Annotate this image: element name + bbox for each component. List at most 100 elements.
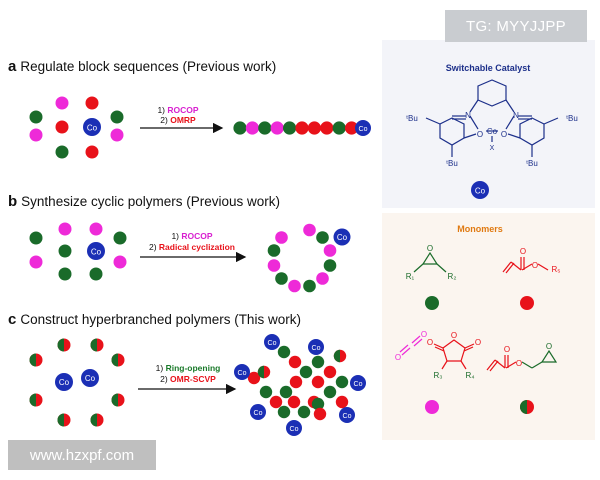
monomers-title: Monomers [457,224,503,234]
green-branch-unit [277,345,291,359]
co-catalyst-dot [355,120,371,136]
r2-label: R₂ [448,272,457,281]
epoxide-structure: O R₁ R₂ [406,244,457,281]
red-branch-unit [288,355,302,369]
co-label: Co [475,187,486,196]
svg-text:2) OMRP: 2) OMRP [160,115,196,125]
co2-o-label: O [395,353,401,362]
red-monomer-dot [85,96,99,110]
co-label: Co [290,426,299,433]
panel-b-arrow: 1) ROCOP 2) Radical cyclization [140,231,247,263]
green-branch-unit [311,355,325,369]
red-branch-unit [287,395,301,409]
acrylate-carbonyl-o: O [520,247,526,256]
green-branch-unit [297,405,311,419]
green-branch-unit [259,385,273,399]
green-ring-unit [316,231,329,244]
r3-label: R₃ [433,371,442,380]
panel-a-step2: OMRP [170,115,196,125]
o-label-right: O [501,130,507,139]
panel-a-arrow: 1) ROCOP 2) OMRP [140,105,224,134]
magenta-monomer-dot [110,128,124,142]
svg-text:1) Ring-opening: 1) Ring-opening [156,363,221,373]
red-monomer-dot [55,120,69,134]
green-ring-unit [275,272,288,285]
co-label: Co [91,248,102,257]
co-label: Co [337,233,348,242]
red-chain-unit [295,121,309,135]
panel-a-monomer-cluster: Co [29,96,124,159]
co-catalyst-dot [87,242,105,260]
green-monomer-dot [29,231,43,245]
panel-a-step1: ROCOP [167,105,199,115]
red-monomer-dot [85,145,99,159]
r5-label: R₅ [552,265,561,274]
half-green-half-red-dot [29,393,43,407]
glycidyl-carbonyl-o: O [504,345,510,354]
half-green-half-red-dot [111,393,125,407]
panel-c-step1: Ring-opening [166,363,221,373]
acrylate-structure: O O R₅ [502,247,561,274]
catalyst-panel [382,40,595,208]
green-chain-unit [283,121,297,135]
half-green-half-red-dot [57,338,71,352]
magenta-monomer-dot [29,128,43,142]
watermark: www.hzxpf.com [8,440,156,470]
monomers-panel [382,213,595,440]
svg-text:1) ROCOP: 1) ROCOP [171,231,212,241]
glycidyl-ester-o: O [516,359,522,368]
green-ring-unit [303,279,316,293]
co-label: Co [343,413,352,420]
tbu-label: ᵗBu [526,159,538,168]
co-catalyst-dot [81,369,99,387]
red-monomer-legend-dot [520,296,534,310]
glycidyl-acrylate-structure: O O O [486,342,558,372]
green-monomer-dot [58,244,72,258]
red-chain-unit [345,121,359,135]
r1-label: R₁ [406,272,415,281]
panel-c-arrow: 1) Ring-opening 2) OMR-SCVP [138,363,237,395]
red-branch-unit [323,365,337,379]
anhydride-carbonyl-o: O [427,338,433,347]
co-label: Co [254,410,263,417]
green-monomer-dot [113,231,127,245]
n-label-left: N [465,111,471,120]
green-monomer-dot [58,267,72,281]
co-catalyst-dot [339,407,355,423]
red-chain-unit [320,121,334,135]
co-catalyst-dot [250,404,266,420]
half-green-half-red-dot [90,338,104,352]
green-chain-unit [258,121,272,135]
co-label: Co [268,340,277,347]
cyclohexane-ring [477,79,507,107]
green-chain-unit [233,121,247,135]
panel-b-cyclic-polymer: Co [267,223,351,293]
tbu-label: ᵗBu [406,114,418,123]
green-branch-unit [299,365,313,379]
tg-badge: TG: MYYJJPP [445,10,587,42]
red-branch-unit [311,375,325,389]
green-chain-unit [332,121,346,135]
co-catalyst-dot [308,339,324,355]
co-catalyst-dot [333,228,351,246]
red-branch-unit [269,395,283,409]
co-label: Co [312,345,321,352]
co-catalyst-dot [55,373,73,391]
green-branch-unit [277,405,291,419]
red-branch-unit [335,395,349,409]
svg-text:2) Radical cyclization: 2) Radical cyclization [149,242,235,252]
red-branch-unit [289,375,303,389]
half-green-half-red-dot [257,365,271,379]
co2-structure: O O [395,330,427,362]
co-label: Co [354,381,363,388]
left-phenol-ring [439,117,465,146]
panel-b-letter: b [8,193,18,210]
panel-a-linear-chain: Co [233,120,371,136]
r4-label: R₄ [465,371,474,380]
glycidyl-epoxide-o: O [546,342,552,351]
magenta-ring-unit [288,279,301,293]
